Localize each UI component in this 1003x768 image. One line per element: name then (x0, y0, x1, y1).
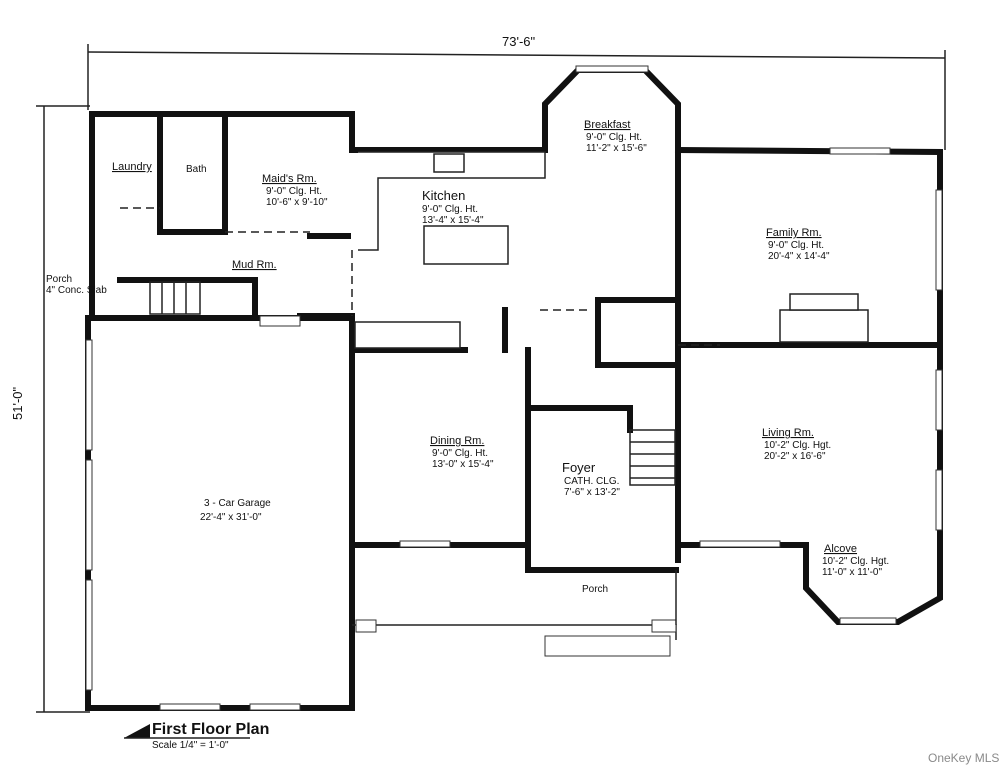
dining-name: Dining Rm. (430, 435, 484, 447)
breakfast-ceiling: 9'-0" Clg. Ht. (586, 132, 642, 143)
foyer-name: Foyer (562, 460, 596, 475)
family-size: 20'-4" x 14'-4" (768, 251, 830, 262)
family-ceiling: 9'-0" Clg. Ht. (768, 240, 824, 251)
maids-ceiling: 9'-0" Clg. Ht. (266, 186, 322, 197)
mud-name: Mud Rm. (232, 259, 277, 271)
depth-dimension-label: 51'-0" (10, 386, 25, 420)
maids-size: 10'-6" x 9'-10" (266, 197, 328, 208)
stairs (149, 281, 676, 486)
kitchen-size: 13'-4" x 15'-4" (422, 215, 484, 226)
kitchen-ceiling: 9'-0" Clg. Ht. (422, 204, 478, 215)
foyer-size: 7'-6" x 13'-2" (564, 487, 620, 498)
living-size: 20'-2" x 16'-6" (764, 451, 826, 462)
family-name: Family Rm. (766, 227, 822, 239)
breakfast-name: Breakfast (584, 119, 630, 131)
plan-title: First Floor Plan (152, 721, 269, 738)
windows (85, 65, 943, 711)
alcove-size: 11'-0" x 11'-0" (822, 567, 882, 578)
dining-size: 13'-0" x 15'-4" (432, 459, 494, 470)
watermark: OneKey MLS (928, 751, 999, 765)
title-block: First Floor Plan Scale 1/4" = 1'-0" (124, 721, 269, 751)
dining-ceiling: 9'-0" Clg. Ht. (432, 448, 488, 459)
living-name: Living Rm. (762, 427, 814, 439)
fireplace (779, 293, 869, 343)
alcove-name: Alcove (824, 543, 857, 555)
kitchen-name: Kitchen (422, 188, 465, 203)
porch-side-name: Porch (46, 274, 72, 285)
living-ceiling: 10'-2" Clg. Hgt. (764, 440, 831, 451)
foyer-ceiling: CATH. CLG. (564, 476, 619, 487)
width-dimension-label: 73'-6" (502, 34, 536, 49)
dimension-lines (36, 44, 946, 713)
porch-side-note: 4" Conc. Slab (46, 285, 107, 296)
kitchen-counters (354, 151, 546, 349)
maids-name: Maid's Rm. (262, 173, 317, 185)
garage-size: 22'-4" x 31'-0" (200, 512, 262, 523)
room-labels: Breakfast 9'-0" Clg. Ht. 11'-2" x 15'-6"… (46, 119, 889, 595)
breakfast-size: 11'-2" x 15'-6" (586, 143, 647, 154)
porch-front-name: Porch (582, 584, 608, 595)
laundry-name: Laundry (112, 161, 152, 173)
front-porch (352, 570, 677, 657)
openings (120, 207, 720, 346)
alcove-ceiling: 10'-2" Clg. Hgt. (822, 556, 889, 567)
garage-name: 3 - Car Garage (204, 498, 271, 509)
bath-name: Bath (186, 164, 207, 175)
plan-scale: Scale 1/4" = 1'-0" (152, 740, 229, 751)
